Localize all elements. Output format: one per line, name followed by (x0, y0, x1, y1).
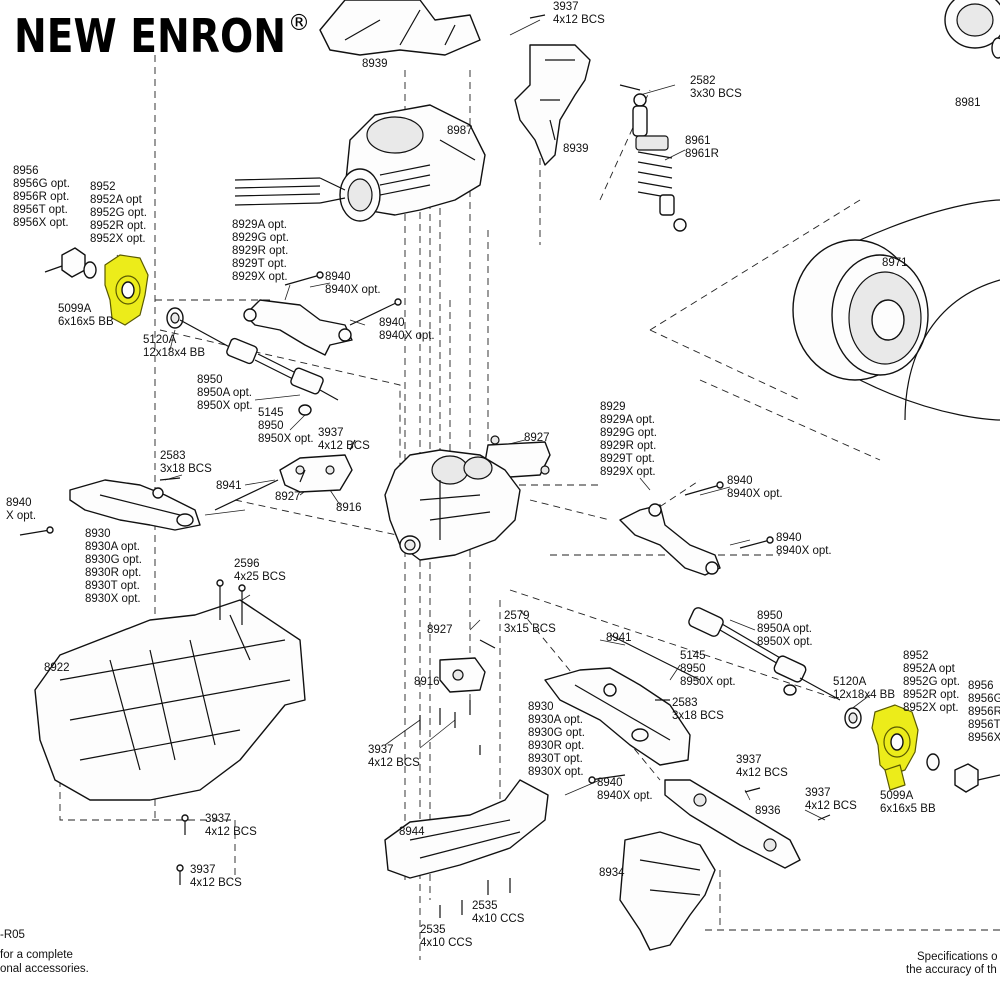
footer-left-line: for a complete (0, 949, 73, 961)
part-label: 8927 (427, 624, 453, 636)
part-center-mount (419, 639, 496, 755)
part-wheel-tire (792, 199, 1000, 421)
footer-right-line: the accuracy of th (906, 964, 997, 976)
part-label: 8987 (447, 125, 473, 137)
part-lower-arm-left (69, 479, 201, 531)
part-label: 8922 (44, 662, 70, 674)
part-label: 8927 (524, 432, 550, 444)
part-shock-tower-bracket (514, 44, 591, 166)
brand-logo: NEW ENRON ® (14, 9, 310, 63)
part-label: 8939 (362, 58, 388, 70)
part-label: 8981 (955, 97, 981, 109)
part-label: 8936 (755, 805, 781, 817)
part-chassis (34, 599, 306, 801)
part-upper-arm-right (619, 503, 721, 576)
part-small-screws (159, 14, 670, 701)
part-hinge-pins (19, 271, 774, 784)
part-hinge-cluster-left (214, 439, 356, 511)
part-steering-knuckle-right-highlighted (871, 704, 919, 791)
footer-right: Specifications o the accuracy of th (906, 951, 998, 976)
part-label: 8916 (336, 502, 362, 514)
part-driveshaft-left (179, 319, 339, 416)
brand-name: NEW ENRON (14, 9, 286, 63)
part-bumper-mount (619, 831, 716, 951)
part-bearing-left (166, 307, 184, 329)
part-driveshaft-right (688, 607, 841, 701)
part-wheel-hex-right (926, 753, 1000, 793)
footer-right-line: Specifications o (917, 951, 998, 963)
part-label: 8927 (275, 491, 301, 503)
part-label: 8941 (216, 480, 242, 492)
part-label: 8971 (882, 257, 908, 269)
part-screws-skid (439, 878, 511, 918)
part-wheel-hex-left (44, 247, 97, 279)
part-label: 8929A opt.8929G opt.8929R opt.8929T opt.… (232, 219, 289, 283)
parts-artwork (19, 0, 1000, 951)
part-spur-gear-top-right (944, 0, 1000, 59)
part-motor-gearbox (234, 104, 486, 222)
part-lower-arm-right (544, 667, 691, 766)
part-skid-plate (384, 779, 549, 879)
part-bearing-right (844, 707, 862, 729)
part-upper-arm-left (243, 299, 353, 356)
part-label: 8944 (399, 826, 425, 838)
part-bumper (664, 779, 831, 869)
part-screws-chassis (176, 579, 246, 885)
part-label: 8916 (414, 676, 440, 688)
footer-left-line: -R05 (0, 929, 25, 941)
part-label: 8939 (563, 143, 589, 155)
part-shock-tower-rear-bracket (319, 0, 481, 56)
footer-left-line: onal accessories. (0, 963, 89, 975)
footer-left: -R05 for a complete onal accessories. (0, 929, 89, 975)
part-transmission (384, 449, 521, 561)
part-label: 8934 (599, 867, 625, 879)
part-label: 8941 (606, 632, 632, 644)
part-steering-knuckle-left-highlighted (104, 254, 149, 326)
brand-registered-mark: ® (288, 11, 310, 36)
part-shock-absorber (632, 93, 687, 232)
part-hinge-pin-right-lower (609, 634, 701, 681)
